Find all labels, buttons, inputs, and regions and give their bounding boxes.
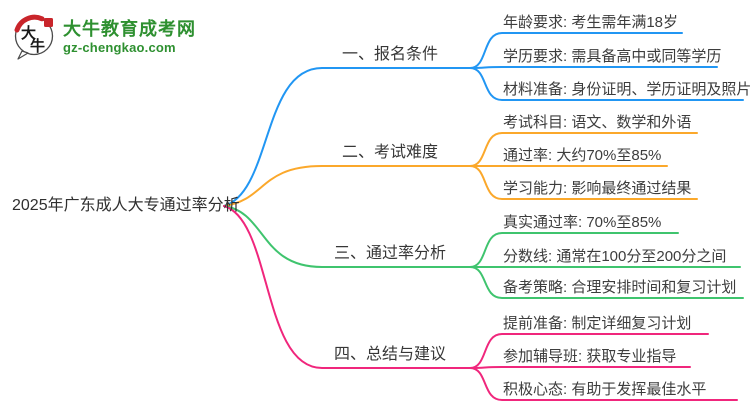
branch-3-edges <box>223 205 744 299</box>
svg-text:牛: 牛 <box>30 37 45 55</box>
daniu-bubble-logo-icon: 大 牛 <box>14 14 54 60</box>
branch-4-edges <box>223 205 738 401</box>
branch-2-child-3: 学习能力: 影响最终通过结果 <box>503 180 692 197</box>
edge-branch-4-child-1 <box>469 333 709 369</box>
branch-4-child-1: 提前准备: 制定详细复习计划 <box>503 315 692 332</box>
site-name: 大牛教育成考网 <box>63 18 196 39</box>
site-logo[interactable]: 大 牛 大牛教育成考网 gz-chengkao.com <box>13 13 196 60</box>
branch-3-child-3: 备考策略: 合理安排时间和复习计划 <box>503 279 737 296</box>
svg-text:大: 大 <box>21 24 36 42</box>
edge-branch-4-child-2 <box>469 366 691 369</box>
branch-1-label: 一、报名条件 <box>341 46 438 63</box>
edge-branch-1-child-3 <box>469 67 744 101</box>
branch-1-child-1: 年龄要求: 考生需年满18岁 <box>503 14 679 31</box>
branch-3-child-2: 分数线: 通常在100分至200分之间 <box>503 248 727 265</box>
edge-branch-3-child-3 <box>469 266 744 299</box>
edge-branch-1-child-1 <box>469 32 683 69</box>
branch-2-label: 二、考试难度 <box>341 144 438 161</box>
edge-branch-1-child-2 <box>469 66 718 69</box>
branch-4-child-2: 参加辅导班: 获取专业指导 <box>503 348 677 365</box>
branch-1-child-2: 学历要求: 需具备高中或同等学历 <box>503 48 722 65</box>
site-domain: gz-chengkao.com <box>63 39 176 55</box>
edge-branch-3-child-1 <box>469 232 679 268</box>
branch-1-child-3: 材料准备: 身份证明、学历证明及照片 <box>503 81 750 98</box>
branch-2-edges <box>223 132 698 207</box>
branch-4-child-3: 积极心态: 有助于发挥最佳水平 <box>503 381 707 398</box>
root-topic: 2025年广东成人大专通过率分析 <box>12 197 240 214</box>
edge-branch-1 <box>223 67 471 207</box>
edge-branch-4 <box>223 205 471 369</box>
branch-3-label: 三、通过率分析 <box>333 245 446 262</box>
edge-branch-2 <box>223 165 471 207</box>
branch-2-child-2: 通过率: 大约70%至85% <box>503 147 662 164</box>
edge-branch-2-child-1 <box>469 132 698 167</box>
branch-4-label: 四、总结与建议 <box>333 346 446 363</box>
branch-3-child-1: 真实通过率: 70%至85% <box>503 214 662 231</box>
branch-1-edges <box>223 32 744 207</box>
edge-branch-4-child-3 <box>469 367 738 401</box>
edge-branch-2-child-3 <box>469 165 698 200</box>
edge-branch-3 <box>223 205 471 268</box>
branch-2-child-1: 考试科目: 语文、数学和外语 <box>503 114 692 131</box>
